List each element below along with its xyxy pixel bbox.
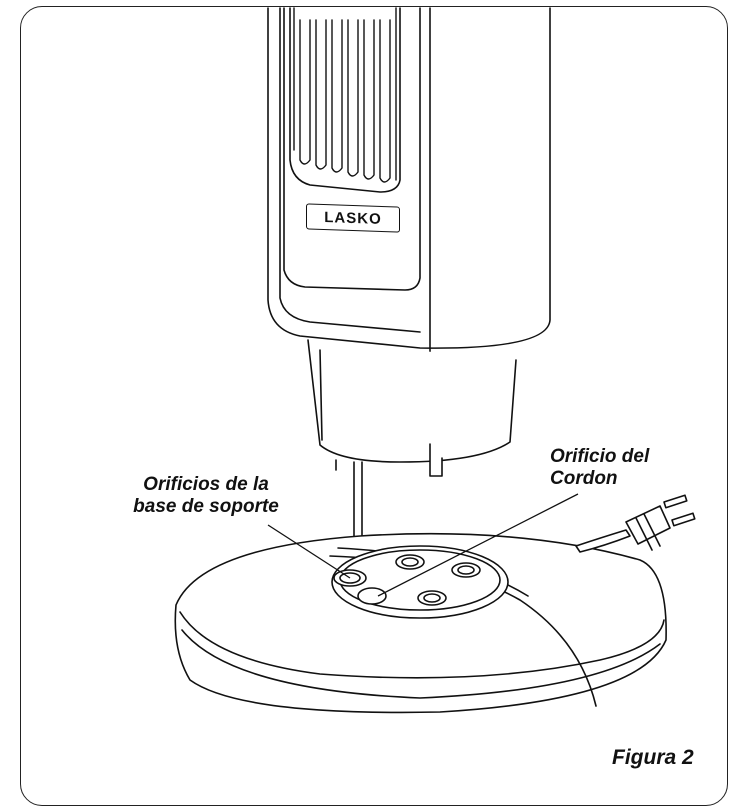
cord-hole-label: Orificio del Cordon — [550, 446, 649, 490]
cord-hole-label-line1: Orificio del — [550, 446, 650, 467]
power-cord — [575, 529, 631, 553]
figure-caption: Figura 2 — [612, 746, 694, 769]
cord-hole-label-line2: Cordon — [550, 468, 618, 489]
base-holes-label-line1: Orificios de la — [143, 474, 269, 495]
base-mounting-holes — [333, 554, 481, 606]
fan-base-mount — [307, 339, 517, 463]
brand-logo-text: LASKO — [324, 208, 382, 228]
base-plate-rim — [174, 532, 667, 714]
cord-hole-leader — [377, 493, 579, 597]
cord-hole — [357, 587, 387, 605]
power-plug — [625, 494, 696, 551]
base-holes-label: Orificios de la base de soporte — [96, 474, 316, 518]
base-holes-leader — [267, 524, 351, 579]
brand-logo: LASKO — [306, 203, 400, 233]
base-holes-label-line2: base de soporte — [133, 496, 279, 517]
